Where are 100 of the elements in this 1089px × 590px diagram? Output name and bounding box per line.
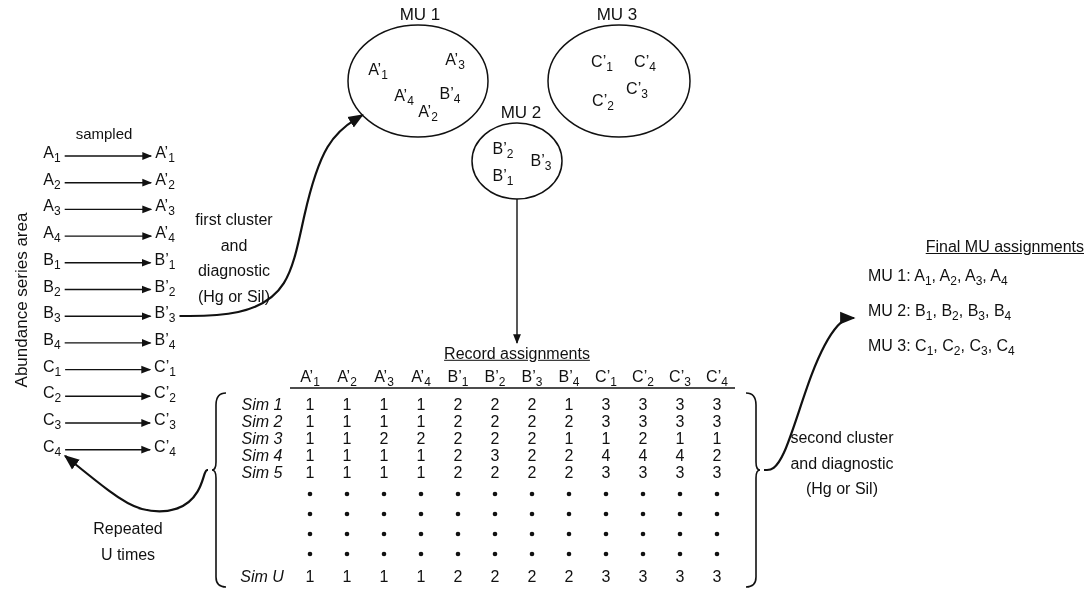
table-value: 1 [416,395,426,415]
table-value: 2 [453,429,463,449]
table-value: 1 [305,567,315,587]
table-value: 1 [675,429,685,449]
sample-label: B’$_{3}$ [154,304,176,323]
sample-label: A’$_{1}$ [368,60,388,80]
table-value: 2 [490,567,500,587]
arrow [64,178,153,187]
series-label: C$_{1}$ [42,357,62,376]
cluster-title: MU 1 [399,5,441,25]
table-value: 3 [601,412,611,432]
table-value: 1 [416,446,426,466]
table-value: 2 [490,463,500,483]
table-value: 3 [490,446,500,466]
arrow [64,338,152,347]
arrow [64,365,152,374]
table-value: 1 [305,446,315,466]
series-label: A$_{2}$ [43,170,61,189]
column-header: C’$_{1}$ [595,367,617,387]
table-value: 2 [564,446,574,466]
assignment-line: MU 3: C$_{1}$, C$_{2}$, C$_{3}$, C$_{4}$ [868,337,1015,356]
table-value: 3 [675,412,685,432]
table-value: 2 [527,395,537,415]
assignment-line: MU 1: A$_{1}$, A$_{2}$, A$_{3}$, A$_{4}$ [868,267,1008,286]
series-label: B$_{2}$ [43,277,61,296]
arrow [64,285,152,294]
table-value: 3 [675,395,685,415]
table-value: 2 [416,429,426,449]
sample-label: A’$_{4}$ [155,223,175,243]
table-value: 3 [601,567,611,587]
edge-label: Repeated U times [92,519,164,565]
sample-label: B’$_{1}$ [492,166,514,186]
column-header: B’$_{1}$ [447,367,469,387]
row-label: Sim 1 [241,395,283,415]
axis-title: Abundance series area [12,212,32,388]
cluster-title: MU 3 [596,5,638,25]
arrow [764,311,856,472]
table-value: 2 [453,567,463,587]
table-value: 1 [342,412,352,432]
sample-label: A’$_{3}$ [445,50,465,70]
table-value: 2 [527,412,537,432]
table-value: 1 [305,463,315,483]
edge-label: first cluster and diagnostic (Hg or Sil) [194,209,274,307]
table-value: 3 [638,412,648,432]
list-heading: Final MU assignments [925,238,1084,257]
table-value: 2 [490,429,500,449]
sample-label: B’$_{2}$ [154,277,176,296]
sample-label: A’$_{1}$ [155,143,175,163]
series-label: C$_{3}$ [42,410,62,430]
column-header: B’$_{3}$ [521,367,543,387]
arrow [64,232,153,240]
sample-label: C’$_{2}$ [592,91,614,111]
table-value: 1 [342,567,352,587]
table-value: 3 [675,463,685,483]
cluster-title: MU 2 [500,103,542,123]
sample-label: B’$_{4}$ [439,84,461,104]
table-value: 2 [527,446,537,466]
sample-label: A’$_{2}$ [418,102,438,122]
table-value: 4 [638,446,648,466]
series-label: C$_{4}$ [42,437,62,456]
sample-label: B’$_{4}$ [154,330,176,350]
row-label: Sim 2 [241,412,283,432]
row-label: Sim 4 [241,446,283,466]
column-header: C’$_{3}$ [669,367,691,387]
table-value: 2 [638,429,648,449]
table-value: 1 [305,412,315,432]
table-value: 2 [453,395,463,415]
column-header: C’$_{2}$ [632,367,654,387]
table-value: 2 [564,463,574,483]
table-value: 3 [601,463,611,483]
table-value: 2 [527,463,537,483]
table-value: 1 [342,395,352,415]
arrow [64,419,152,427]
column-header: A’$_{1}$ [300,367,320,387]
table-value: 1 [564,429,574,449]
sample-label: A’$_{3}$ [155,197,175,216]
sample-label: C’$_{4}$ [634,52,656,72]
table-value: 1 [305,395,315,415]
arrow [179,114,364,318]
table-value: 3 [638,395,648,415]
table-value: 1 [379,412,389,432]
table-value: 2 [453,446,463,466]
table-value: 2 [527,567,537,587]
sample-label: C’$_{1}$ [591,52,613,72]
table-value: 2 [490,395,500,415]
table-value: 3 [712,567,722,587]
table-value: 2 [527,429,537,449]
table-value: 1 [416,567,426,587]
series-label: A$_{4}$ [43,223,61,243]
table-value: 2 [453,412,463,432]
sample-label: C’$_{3}$ [154,410,176,430]
series-label: A$_{1}$ [43,143,61,163]
row-label: Sim U [240,567,284,587]
arrow [64,205,153,214]
arrow [64,152,153,160]
sample-label: C’$_{1}$ [154,357,176,376]
table-value: 1 [342,446,352,466]
edge-label: sampled [75,124,133,144]
series-label: B$_{4}$ [43,330,61,350]
sample-label: A’$_{2}$ [155,170,175,189]
